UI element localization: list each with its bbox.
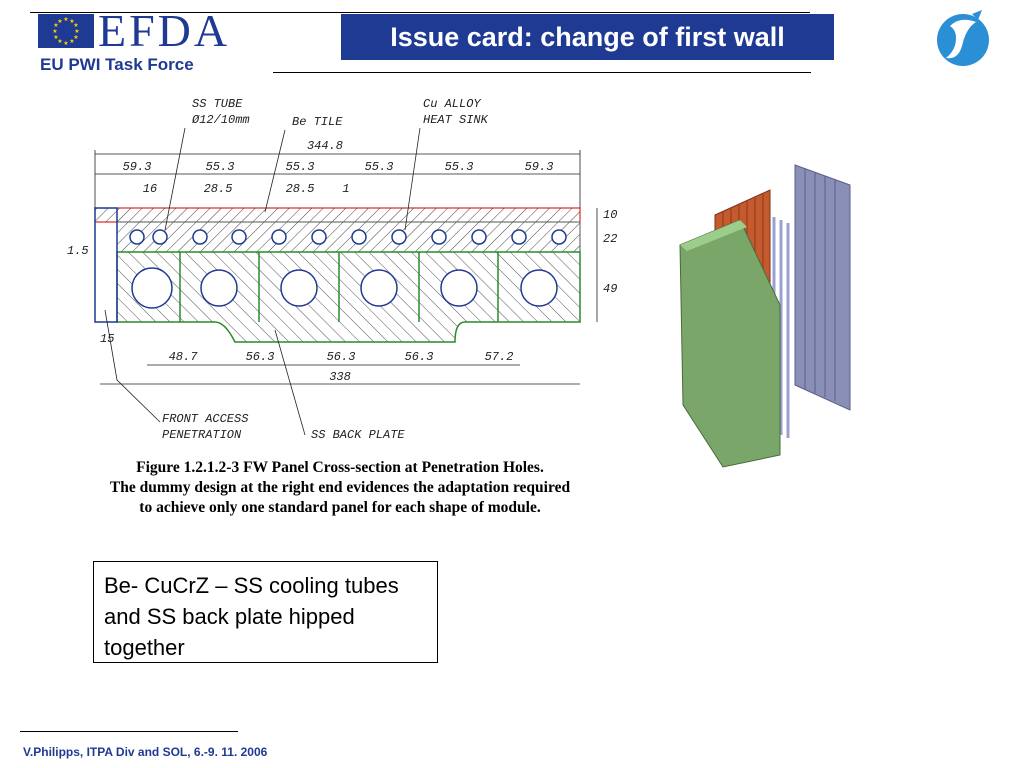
slide-title: Issue card: change of first wall <box>341 14 834 60</box>
dim-15: 15 <box>100 332 114 346</box>
caption-line-3: to achieve only one standard panel for e… <box>139 499 541 516</box>
label-penetration: PENETRATION <box>162 428 242 442</box>
first-wall-3d-exploded-view <box>665 155 910 470</box>
label-front-access: FRONT ACCESS <box>162 412 248 426</box>
svg-text:★: ★ <box>69 38 74 45</box>
svg-text:★: ★ <box>53 34 58 41</box>
svg-text:★: ★ <box>53 22 58 29</box>
dim-total-top: 344.8 <box>307 139 343 153</box>
dim-top-3: 55.3 <box>286 160 315 174</box>
dim-bottom-5: 57.2 <box>485 350 514 364</box>
svg-text:★: ★ <box>57 38 62 45</box>
dim-top-1: 59.3 <box>123 160 152 174</box>
footer-citation: V.Philipps, ITPA Div and SOL, 6.-9. 11. … <box>23 745 268 759</box>
header-top-rule <box>30 12 810 13</box>
dim-bottom-4: 56.3 <box>405 350 434 364</box>
dim-top-6: 59.3 <box>525 160 554 174</box>
material-note-box: Be- CuCrZ – SS cooling tubes and SS back… <box>93 561 438 663</box>
svg-text:★: ★ <box>73 34 78 41</box>
figure-caption: Figure 1.2.1.2-3 FW Panel Cross-section … <box>55 458 625 518</box>
task-force-label: EU PWI Task Force <box>40 55 194 74</box>
dim-sub-3: 28.5 <box>286 182 315 196</box>
dim-bottom-2: 56.3 <box>246 350 275 364</box>
dim-sub-1: 16 <box>143 182 157 196</box>
dim-bottom-1: 48.7 <box>169 350 199 364</box>
svg-text:★: ★ <box>63 16 68 23</box>
eu-flag-logo: ★★★ ★★★ ★★★ ★★★ <box>38 14 94 48</box>
dim-sub-2: 28.5 <box>204 182 233 196</box>
dim-left: 1.5 <box>67 244 89 258</box>
dim-sub-4: 1 <box>342 182 349 196</box>
dim-bottom-3: 56.3 <box>327 350 356 364</box>
svg-text:★: ★ <box>73 22 78 29</box>
label-cu-alloy: Cu ALLOY <box>423 97 481 111</box>
svg-text:★: ★ <box>63 40 68 47</box>
header-underline <box>273 72 811 73</box>
label-ss-tube: SS TUBE <box>192 97 243 111</box>
dim-side-3: 49 <box>603 282 617 296</box>
fw-panel-cross-section-drawing: 344.8 59.3 55.3 55.3 55.3 55.3 59.3 16 2… <box>55 80 625 450</box>
svg-text:★: ★ <box>69 18 74 25</box>
svg-text:★: ★ <box>57 18 62 25</box>
label-ss-tube-dim: Ø12/10mm <box>191 113 250 127</box>
dim-bottom-total: 338 <box>329 370 351 384</box>
svg-text:★: ★ <box>52 28 57 35</box>
label-heat-sink: HEAT SINK <box>423 113 489 127</box>
dim-top-5: 55.3 <box>445 160 474 174</box>
label-be-tile: Be TILE <box>292 115 343 129</box>
caption-line-2: The dummy design at the right end eviden… <box>109 479 571 496</box>
caption-line-1: Figure 1.2.1.2-3 FW Panel Cross-section … <box>136 459 544 476</box>
dim-side-1: 10 <box>603 208 617 222</box>
footer-rule <box>20 731 238 732</box>
dim-top-2: 55.3 <box>206 160 235 174</box>
label-ss-back-plate: SS BACK PLATE <box>311 428 405 442</box>
efda-logo-text: EFDA <box>98 5 231 56</box>
dim-top-4: 55.3 <box>365 160 394 174</box>
svg-text:★: ★ <box>74 28 79 35</box>
organization-logo-icon <box>932 6 992 70</box>
dim-side-2: 22 <box>603 232 617 246</box>
